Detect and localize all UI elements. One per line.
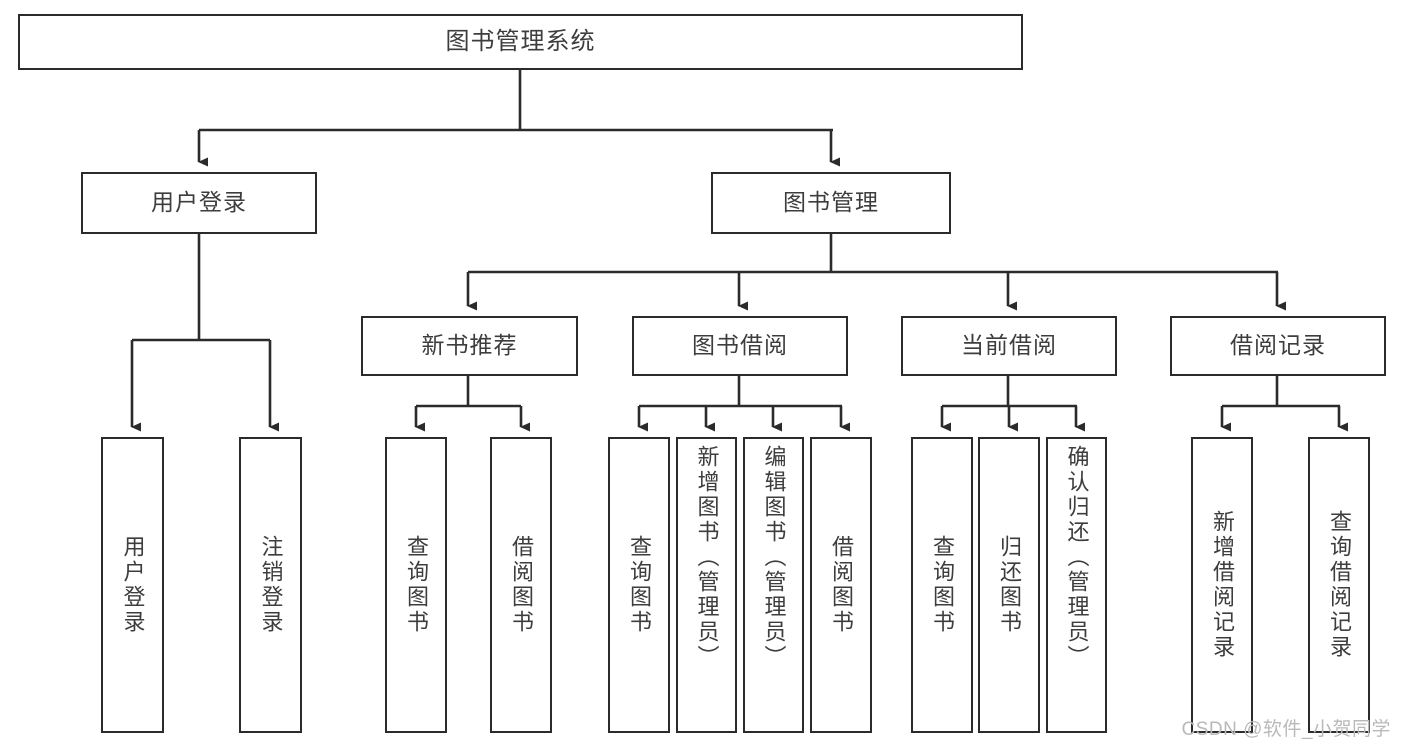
node-label: 确认归还（管理员） [1064,445,1090,670]
node-current-borrow[interactable]: 当前借阅 [901,316,1117,376]
node-book-management-system[interactable]: 图书管理系统 [18,14,1023,70]
leaf-query-book-recommend[interactable]: 查询图书 [385,437,447,733]
leaf-confirm-return[interactable]: 确认归还（管理员） [1046,437,1107,733]
node-label: 新书推荐 [421,332,518,359]
node-label: 查询图书 [627,535,652,635]
node-label: 借阅图书 [829,535,854,635]
leaf-query-borrow-record[interactable]: 查询借阅记录 [1308,437,1370,733]
node-label: 查询借阅记录 [1327,510,1352,660]
node-label: 用户登录 [151,189,247,216]
leaf-borrow-book-recommend[interactable]: 借阅图书 [490,437,552,733]
leaf-user-login[interactable]: 用户登录 [101,437,164,733]
leaf-add-book[interactable]: 新增图书（管理员） [676,437,737,733]
node-label: 借阅记录 [1230,332,1326,359]
node-label: 新增借阅记录 [1210,510,1235,660]
node-label: 查询图书 [404,535,429,635]
leaf-edit-book[interactable]: 编辑图书（管理员） [743,437,804,733]
node-label: 图书管理系统 [445,27,596,55]
node-label: 注销登录 [258,535,284,635]
node-user-login[interactable]: 用户登录 [81,172,317,234]
node-book-borrow[interactable]: 图书借阅 [632,316,848,376]
node-label: 图书借阅 [692,332,788,359]
node-label: 图书管理 [783,189,879,216]
node-label: 编辑图书（管理员） [761,445,787,670]
leaf-borrow-book[interactable]: 借阅图书 [810,437,872,733]
node-label: 用户登录 [120,535,146,635]
node-new-book-recommend[interactable]: 新书推荐 [361,316,578,376]
node-label: 新增图书（管理员） [694,445,720,670]
node-label: 借阅图书 [509,535,534,635]
node-label: 归还图书 [997,535,1022,635]
csdn-watermark: CSDN @软件_小贺同学 [1181,719,1391,740]
node-book-management[interactable]: 图书管理 [711,172,951,234]
leaf-query-book-current[interactable]: 查询图书 [911,437,973,733]
leaf-query-book-borrow[interactable]: 查询图书 [608,437,670,733]
leaf-add-borrow-record[interactable]: 新增借阅记录 [1191,437,1253,733]
node-borrow-record[interactable]: 借阅记录 [1170,316,1386,376]
node-label: 当前借阅 [961,332,1057,359]
leaf-user-logout[interactable]: 注销登录 [239,437,302,733]
leaf-return-book[interactable]: 归还图书 [978,437,1040,733]
node-label: 查询图书 [930,535,955,635]
